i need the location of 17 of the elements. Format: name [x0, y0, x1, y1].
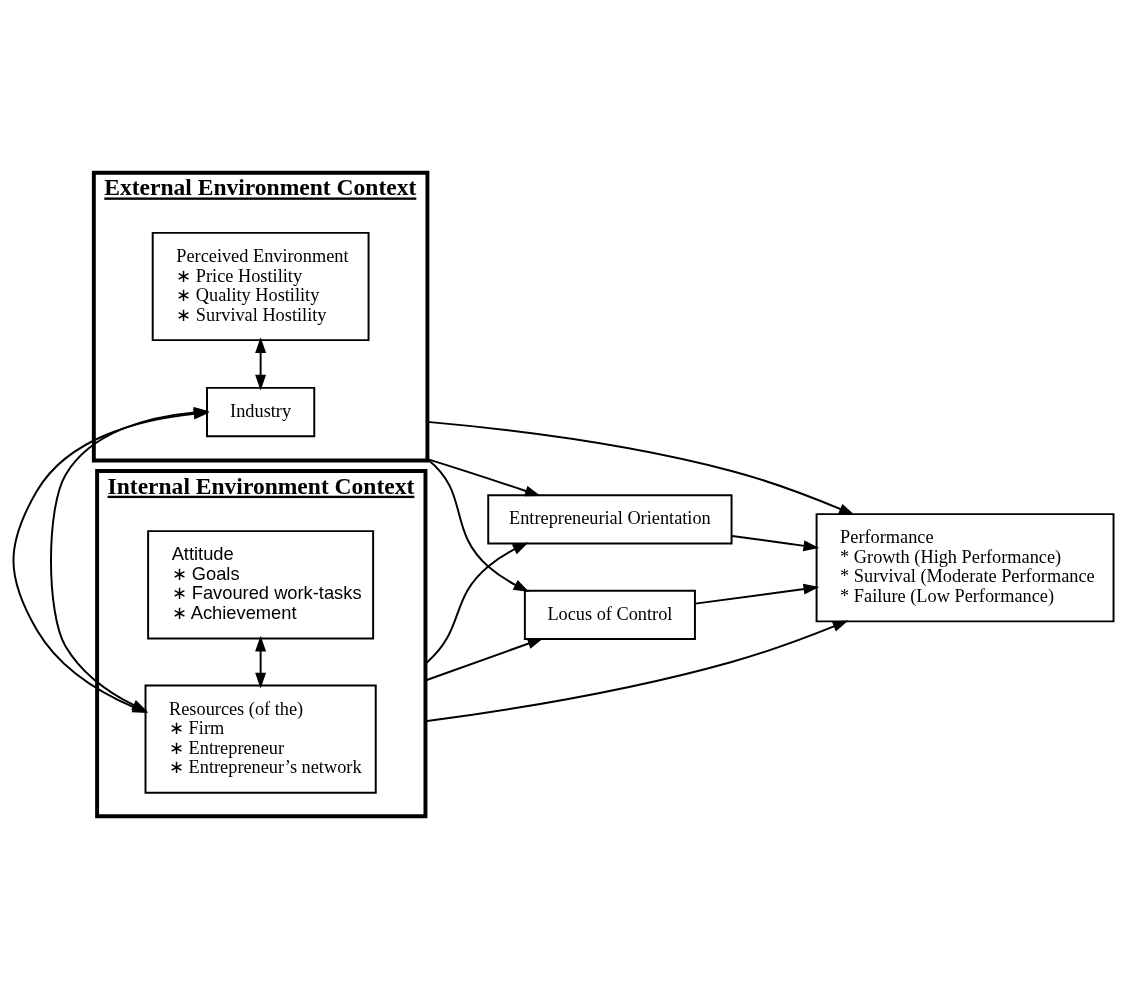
- node-box: Entrepreneurial Orientation: [487, 494, 733, 545]
- arrow: [731, 534, 820, 552]
- node-box: Attitude ∗ Goals ∗ Favoured work-tasks ∗ Achievement: [147, 530, 375, 640]
- arrow: [426, 420, 855, 516]
- arrow: [424, 542, 529, 665]
- node-box: Resources (of the) ∗ Firm ∗ Entrepreneur ∗ Entrepreneur’s network: [144, 684, 377, 794]
- node-box: Industry: [206, 386, 316, 438]
- arrow: [424, 620, 849, 723]
- arrow: [424, 638, 544, 682]
- node-box: Locus of Control: [523, 589, 696, 641]
- arrow: [426, 458, 530, 592]
- arrow: [694, 583, 820, 605]
- arrow: [426, 458, 541, 497]
- arrow: [255, 635, 267, 689]
- node-box: Perceived Environment ∗ Price Hostility ∗ Quality Hostility ∗ Survival Hostility: [151, 231, 370, 342]
- arrow: [255, 337, 267, 391]
- node-box: Performance * Growth (High Performance) * Survival (Moderate Performance * Failure (Low Performance): [815, 513, 1115, 623]
